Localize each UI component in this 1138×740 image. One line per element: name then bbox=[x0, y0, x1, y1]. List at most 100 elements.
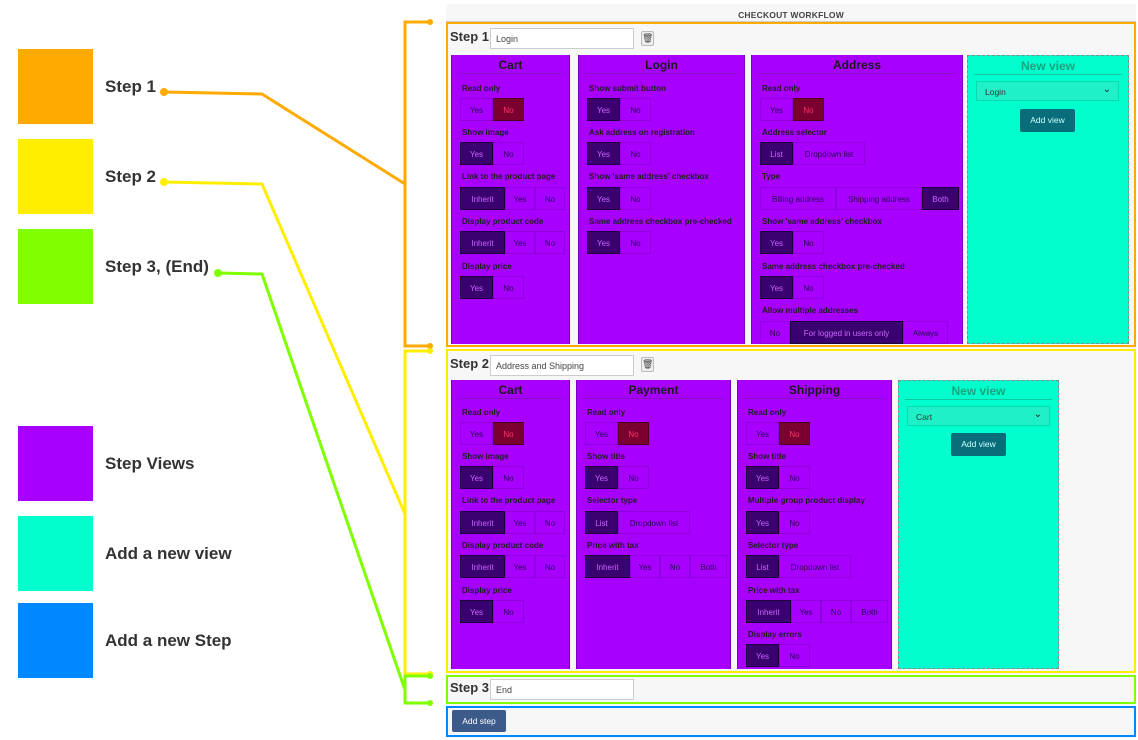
toggle-no[interactable]: No bbox=[535, 511, 565, 534]
toggle-shipping[interactable]: Shipping address bbox=[836, 187, 922, 210]
toggle-inherit[interactable]: Inherit bbox=[460, 187, 505, 210]
toggle-no[interactable]: No bbox=[535, 187, 565, 210]
toggle-yes[interactable]: Yes bbox=[460, 466, 493, 489]
toggle-no[interactable]: No bbox=[620, 142, 651, 165]
toggle-dropdown[interactable]: Dropdown list bbox=[779, 555, 851, 578]
step3-outline bbox=[446, 675, 1136, 704]
toggle-no[interactable]: No bbox=[779, 511, 810, 534]
view-title: Login bbox=[585, 55, 738, 74]
toggle-no[interactable]: No bbox=[493, 422, 524, 445]
chevron-down-icon: ⌄ bbox=[1033, 409, 1042, 420]
option-label: Read only bbox=[762, 84, 801, 93]
toggle-no[interactable]: No bbox=[493, 142, 524, 165]
toggle-yes[interactable]: Yes bbox=[505, 511, 535, 534]
toggle-no[interactable]: No bbox=[620, 187, 651, 210]
toggle-list[interactable]: List bbox=[585, 511, 618, 534]
toggle-no[interactable]: No bbox=[793, 231, 824, 254]
toggle-no[interactable]: No bbox=[793, 276, 824, 299]
step3-name-input[interactable] bbox=[490, 679, 634, 700]
toggle-yes[interactable]: Yes bbox=[791, 600, 821, 623]
toggle-yes[interactable]: Yes bbox=[460, 142, 493, 165]
toggle-yes[interactable]: Yes bbox=[587, 231, 620, 254]
view-type-select[interactable]: Cart ⌄ bbox=[907, 406, 1050, 426]
toggle-yes[interactable]: Yes bbox=[760, 231, 793, 254]
step1-bracket bbox=[403, 20, 430, 348]
toggle-no[interactable]: No bbox=[779, 466, 810, 489]
toggle-inherit[interactable]: Inherit bbox=[460, 231, 505, 254]
toggle-yes[interactable]: Yes bbox=[505, 187, 535, 210]
toggle-list[interactable]: List bbox=[746, 555, 779, 578]
toggle-yes[interactable]: Yes bbox=[585, 466, 618, 489]
toggle-yes[interactable]: Yes bbox=[746, 466, 779, 489]
toggle-no[interactable]: No bbox=[760, 321, 790, 344]
toggle-no[interactable]: No bbox=[660, 555, 690, 578]
toggle-yes[interactable]: Yes bbox=[587, 98, 620, 121]
trash-icon[interactable]: 🗑 bbox=[641, 31, 654, 46]
toggle-dropdown[interactable]: Dropdown list bbox=[793, 142, 865, 165]
step1-heading: Step 1 bbox=[450, 29, 490, 44]
toggle-no[interactable]: No bbox=[493, 600, 524, 623]
toggle-both[interactable]: Both bbox=[690, 555, 727, 578]
toggle-always[interactable]: Always bbox=[903, 321, 948, 344]
toggle-inherit[interactable]: Inherit bbox=[460, 511, 505, 534]
toggle-both[interactable]: Both bbox=[922, 187, 959, 210]
option-label: Display product code bbox=[462, 541, 544, 550]
toggle-yes[interactable]: Yes bbox=[760, 276, 793, 299]
toggle-yes[interactable]: Yes bbox=[460, 600, 493, 623]
step3-connector bbox=[217, 271, 407, 691]
toggle-yes[interactable]: Yes bbox=[460, 422, 493, 445]
view-title: Cart bbox=[458, 380, 563, 399]
toggle-yes[interactable]: Yes bbox=[587, 187, 620, 210]
option-label: Same address checkbox pre-checked bbox=[762, 262, 905, 271]
toggle-no[interactable]: No bbox=[493, 98, 524, 121]
toggle-yes[interactable]: Yes bbox=[505, 555, 535, 578]
new-view-title: New view bbox=[974, 56, 1122, 75]
add-step-button[interactable]: Add step bbox=[452, 710, 506, 732]
title-divider bbox=[446, 21, 1136, 22]
legend-swatch-new-view bbox=[18, 516, 93, 591]
toggle-yes[interactable]: Yes bbox=[630, 555, 660, 578]
option-label: Allow multiple addresses bbox=[762, 306, 859, 315]
toggle-no[interactable]: No bbox=[618, 466, 649, 489]
toggle-billing[interactable]: Billing address bbox=[760, 187, 836, 210]
option-label: Display product code bbox=[462, 217, 544, 226]
step1-name-input[interactable] bbox=[490, 28, 634, 49]
toggle-yes[interactable]: Yes bbox=[460, 98, 493, 121]
toggle-list[interactable]: List bbox=[760, 142, 793, 165]
legend-swatch-step3 bbox=[18, 229, 93, 304]
toggle-yes[interactable]: Yes bbox=[585, 422, 618, 445]
toggle-no[interactable]: No bbox=[779, 422, 810, 445]
toggle-no[interactable]: No bbox=[793, 98, 824, 121]
toggle-inherit[interactable]: Inherit bbox=[585, 555, 630, 578]
toggle-yes[interactable]: Yes bbox=[746, 511, 779, 534]
toggle-no[interactable]: No bbox=[535, 555, 565, 578]
toggle-no[interactable]: No bbox=[620, 98, 651, 121]
toggle-logged-in-only[interactable]: For logged in users only bbox=[790, 321, 903, 344]
step1-outline bbox=[446, 22, 1136, 347]
toggle-yes[interactable]: Yes bbox=[746, 644, 779, 667]
toggle-inherit[interactable]: Inherit bbox=[460, 555, 505, 578]
toggle-no[interactable]: No bbox=[535, 231, 565, 254]
toggle-yes[interactable]: Yes bbox=[746, 422, 779, 445]
view-type-select[interactable]: Login ⌄ bbox=[976, 81, 1119, 101]
toggle-yes[interactable]: Yes bbox=[760, 98, 793, 121]
toggle-no[interactable]: No bbox=[493, 276, 524, 299]
toggle-both[interactable]: Both bbox=[851, 600, 888, 623]
toggle-no[interactable]: No bbox=[618, 422, 649, 445]
add-view-button[interactable]: Add view bbox=[1020, 109, 1075, 132]
add-view-button[interactable]: Add view bbox=[951, 433, 1006, 456]
step2-name-input[interactable] bbox=[490, 355, 634, 376]
toggle-no[interactable]: No bbox=[620, 231, 651, 254]
option-label: Show image bbox=[462, 128, 509, 137]
toggle-no[interactable]: No bbox=[821, 600, 851, 623]
toggle-no[interactable]: No bbox=[779, 644, 810, 667]
toggle-yes[interactable]: Yes bbox=[505, 231, 535, 254]
trash-icon[interactable]: 🗑 bbox=[641, 357, 654, 372]
option-label: Read only bbox=[748, 408, 787, 417]
toggle-inherit[interactable]: Inherit bbox=[746, 600, 791, 623]
step1-new-view: New view Login ⌄ Add view bbox=[967, 55, 1129, 344]
toggle-dropdown[interactable]: Dropdown list bbox=[618, 511, 690, 534]
toggle-yes[interactable]: Yes bbox=[460, 276, 493, 299]
toggle-yes[interactable]: Yes bbox=[587, 142, 620, 165]
toggle-no[interactable]: No bbox=[493, 466, 524, 489]
